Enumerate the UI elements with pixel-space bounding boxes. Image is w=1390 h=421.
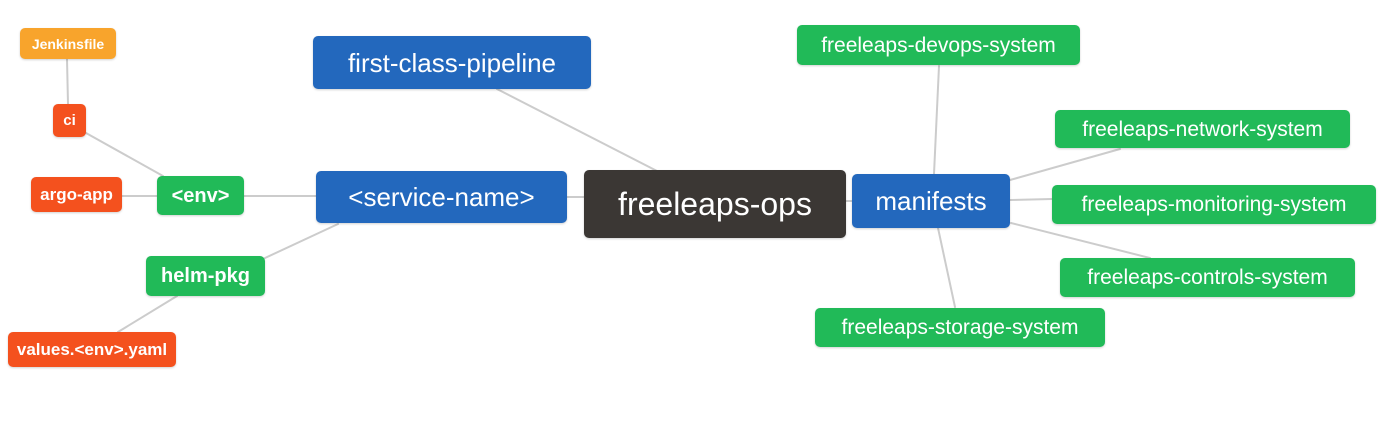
node-manifests[interactable]: manifests [852,174,1010,228]
edge-first-class-pipeline-to-freeleaps-ops [496,88,658,172]
node-devops-system[interactable]: freeleaps-devops-system [797,25,1080,65]
node-label: manifests [875,186,987,216]
edge-helm-pkg-to-service-name [264,223,339,259]
edge-manifests-to-monitoring-system [1009,198,1053,201]
node-values-env-yaml[interactable]: values.<env>.yaml [8,332,176,367]
edge-helm-pkg-to-values-env-yaml [117,295,178,333]
node-label: freeleaps-ops [618,186,812,222]
node-label: <env> [171,184,230,207]
node-label: freeleaps-monitoring-system [1081,193,1347,216]
edge-jenkinsfile-to-ci [66,58,69,105]
node-env[interactable]: <env> [157,176,244,215]
node-argo-app[interactable]: argo-app [31,177,122,212]
node-label: freeleaps-controls-system [1087,266,1328,289]
node-ci[interactable]: ci [53,104,86,137]
node-label: argo-app [40,185,113,204]
node-jenkinsfile[interactable]: Jenkinsfile [20,28,116,59]
edge-manifests-to-storage-system [937,227,956,308]
edge-manifests-to-controls-system [1010,222,1151,259]
node-service-name[interactable]: <service-name> [316,171,567,223]
node-storage-system[interactable]: freeleaps-storage-system [815,308,1105,347]
node-label: values.<env>.yaml [16,340,168,359]
edge-manifests-to-devops-system [933,65,940,175]
node-label: freeleaps-network-system [1082,117,1323,141]
node-first-class-pipeline[interactable]: first-class-pipeline [313,36,591,89]
node-network-system[interactable]: freeleaps-network-system [1055,110,1350,148]
node-label: ci [63,112,76,129]
edge-ci-to-env [85,132,164,177]
node-helm-pkg[interactable]: helm-pkg [146,256,265,296]
node-label: freeleaps-devops-system [821,33,1056,57]
node-label: Jenkinsfile [31,35,105,52]
node-monitoring-system[interactable]: freeleaps-monitoring-system [1052,185,1376,224]
node-label: freeleaps-storage-system [841,316,1079,339]
edge-manifests-to-network-system [1009,148,1121,181]
node-freeleaps-ops[interactable]: freeleaps-ops [584,170,846,238]
node-label: <service-name> [348,182,535,212]
node-label: first-class-pipeline [347,47,557,78]
node-controls-system[interactable]: freeleaps-controls-system [1060,258,1355,297]
node-label: helm-pkg [161,265,250,287]
